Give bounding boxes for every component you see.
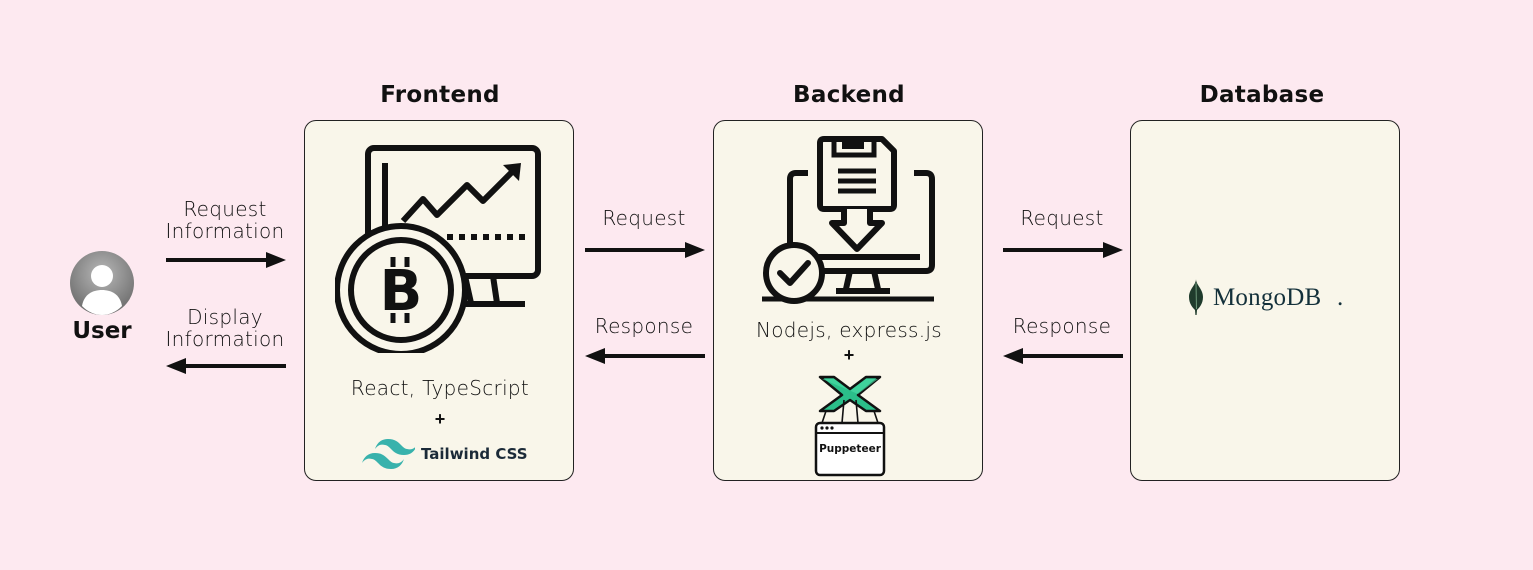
svg-text:B: B [380,259,423,324]
monitor-bitcoin-chart-icon: B [335,145,541,353]
puppeteer-icon [814,375,886,477]
mongodb-leaf-icon [1189,279,1203,315]
frontend-box: B React, TypeScript + Tailwind CSS [304,120,574,481]
mongodb-logo: MongoDB . [1187,279,1357,319]
backend-heading: Backend [793,82,905,108]
user-avatar-icon [70,251,134,315]
tailwind-logo-text: Tailwind CSS [421,445,528,463]
user-node: User [66,250,138,344]
frontend-plus: + [434,409,446,429]
database-box: MongoDB . [1130,120,1400,481]
backend-box: Nodejs, express.js + Puppeteer [713,120,983,481]
backend-to-frontend-arrow [585,348,705,364]
user-to-frontend-arrow [166,252,286,268]
frontend-tech-label: React, TypeScript [350,376,530,400]
frontend-heading: Frontend [380,82,500,108]
backend-plus: + [843,345,855,365]
tailwind-wave-icon [362,439,415,469]
user-label: User [72,318,132,344]
request-label-2: Request [1020,206,1104,230]
frontend-to-user-arrow [166,358,286,374]
database-heading: Database [1199,82,1325,108]
backend-tech-label: Nodejs, express.js [755,318,943,342]
response-label-1: Response [594,314,694,338]
response-label-2: Response [1012,314,1112,338]
mongodb-logo-text: MongoDB [1213,284,1322,311]
request-information-label: Request Information [165,197,285,243]
puppeteer-logo-text: Puppeteer [819,443,881,455]
computer-download-check-icon [762,136,935,304]
request-label-1: Request [602,206,686,230]
display-information-label: Display Information [165,305,285,351]
frontend-to-backend-arrow [585,242,705,258]
database-to-backend-arrow [1003,348,1123,364]
mongodb-logo-mark: . [1337,284,1344,311]
puppeteer-logo: Puppeteer [814,373,886,477]
backend-to-database-arrow [1003,242,1123,258]
tailwind-logo: Tailwind CSS [361,437,531,473]
